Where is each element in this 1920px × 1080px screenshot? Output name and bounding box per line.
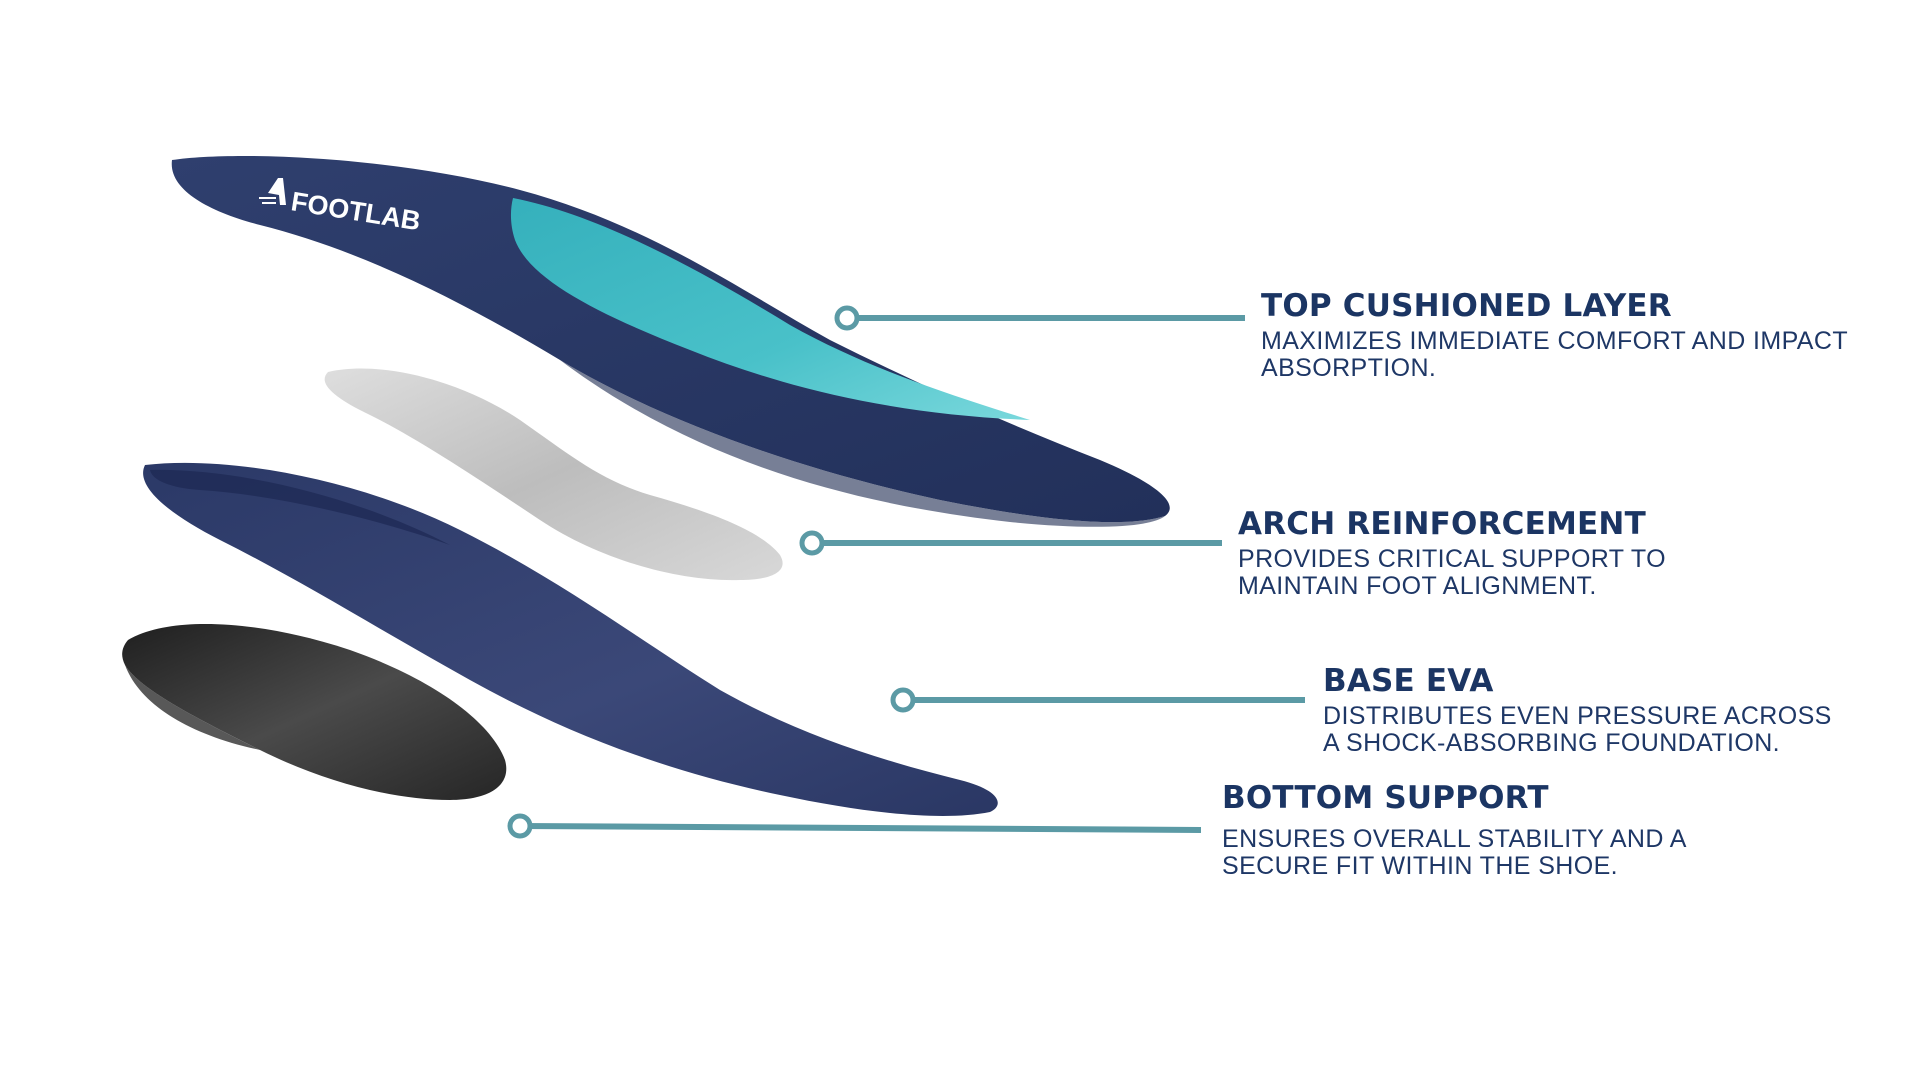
- label-top-cushioned-layer: TOP CUSHIONED LAYER MAXIMIZES IMMEDIATE …: [1261, 288, 1848, 382]
- callout-top-dot: [834, 305, 860, 331]
- callout-arch-dot: [799, 530, 825, 556]
- description-line: ENSURES OVERALL STABILITY AND A: [1222, 825, 1687, 853]
- description-line: MAINTAIN FOOT ALIGNMENT.: [1238, 572, 1597, 600]
- description-line: MAXIMIZES IMMEDIATE COMFORT AND IMPACT: [1261, 327, 1848, 355]
- label-base-eva: BASE EVA DISTRIBUTES EVEN PRESSURE ACROS…: [1323, 663, 1832, 757]
- label-title: TOP CUSHIONED LAYER: [1261, 288, 1672, 324]
- description-line: A SHOCK-ABSORBING FOUNDATION.: [1323, 729, 1781, 757]
- callout-base-dot: [890, 687, 916, 713]
- description-line: SECURE FIT WITHIN THE SHOE.: [1222, 852, 1619, 880]
- callout-base: [890, 687, 1305, 713]
- label-arch-reinforcement: ARCH REINFORCEMENT PROVIDES CRITICAL SUP…: [1238, 506, 1666, 600]
- description-line: DISTRIBUTES EVEN PRESSURE ACROSS: [1323, 702, 1832, 730]
- label-title: ARCH REINFORCEMENT: [1238, 506, 1646, 542]
- callout-top: [834, 305, 1245, 331]
- label-description: PROVIDES CRITICAL SUPPORT TO MAINTAIN FO…: [1238, 546, 1666, 600]
- callout-bottom: [507, 813, 1202, 839]
- label-bottom-support: BOTTOM SUPPORT ENSURES OVERALL STABILITY…: [1222, 780, 1687, 880]
- label-description: ENSURES OVERALL STABILITY AND A SECURE F…: [1222, 826, 1687, 880]
- arch-reinforcement-shape: [324, 368, 783, 581]
- callout-arch: [799, 530, 1222, 556]
- description-line: ABSORPTION.: [1261, 354, 1437, 382]
- description-line: PROVIDES CRITICAL SUPPORT TO: [1238, 545, 1666, 573]
- callout-bottom-dot: [507, 813, 533, 839]
- base-eva-shape: [143, 462, 998, 816]
- label-title: BASE EVA: [1323, 663, 1494, 699]
- label-description: MAXIMIZES IMMEDIATE COMFORT AND IMPACT A…: [1261, 328, 1848, 382]
- top-cushioned-layer-shape: [171, 155, 1170, 527]
- label-description: DISTRIBUTES EVEN PRESSURE ACROSS A SHOCK…: [1323, 703, 1832, 757]
- bottom-support-shape: [122, 623, 507, 800]
- label-title: BOTTOM SUPPORT: [1222, 780, 1549, 816]
